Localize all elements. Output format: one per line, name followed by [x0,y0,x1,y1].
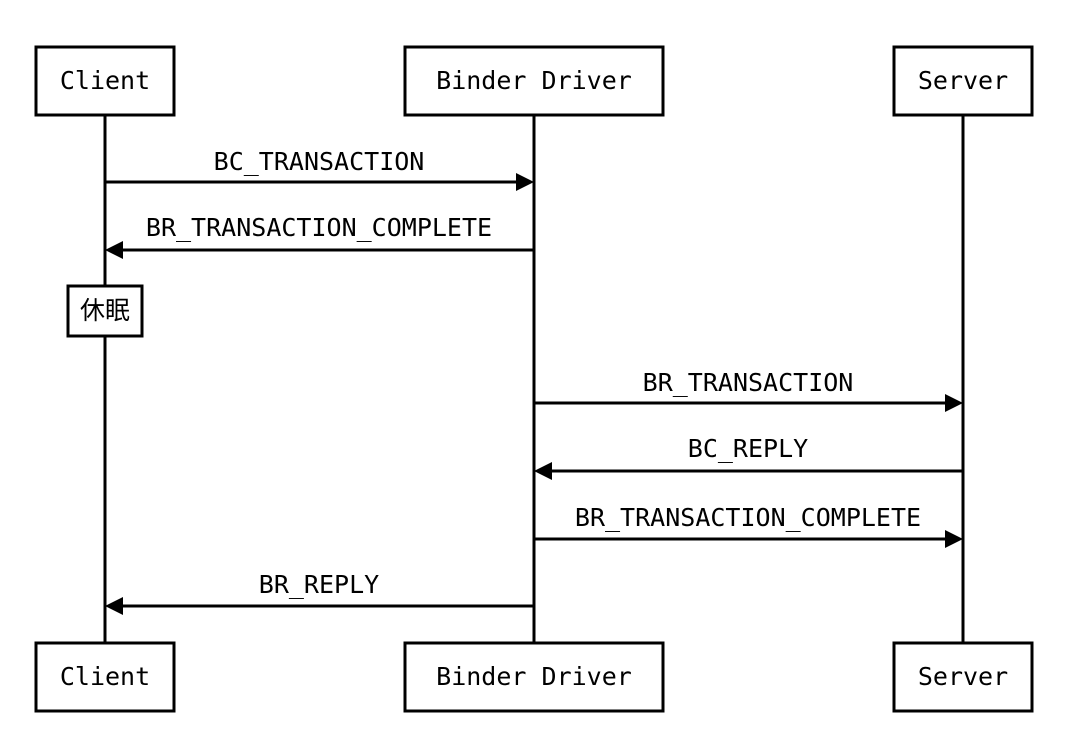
message-br-transaction-complete-client-label: BR_TRANSACTION_COMPLETE [146,213,492,242]
participant-server-bottom: Server [892,641,1034,713]
participant-client-bottom: Client [34,641,176,713]
participant-binder-driver-top-label: Binder Driver [436,66,632,95]
message-br-transaction-complete-client: BR_TRANSACTION_COMPLETE [105,213,534,259]
arrow-right-icon [945,530,963,548]
message-br-transaction-complete-server: BR_TRANSACTION_COMPLETE [534,503,963,548]
participant-binder-driver-bottom: Binder Driver [403,641,665,713]
participant-client-top-label: Client [60,66,150,95]
message-br-transaction-complete-server-label: BR_TRANSACTION_COMPLETE [575,503,921,532]
message-bc-transaction-label: BC_TRANSACTION [214,147,425,176]
arrow-left-icon [105,597,123,615]
participant-server-top-label: Server [918,66,1008,95]
arrow-left-icon [534,462,552,480]
arrow-left-icon [105,241,123,259]
message-br-transaction-label: BR_TRANSACTION [643,368,854,397]
message-br-reply: BR_REPLY [105,570,534,615]
participant-server-bottom-label: Server [918,662,1008,691]
note-sleep: 休眠 [66,284,144,338]
message-bc-reply-label: BC_REPLY [688,434,808,463]
arrow-right-icon [516,173,534,191]
note-sleep-label: 休眠 [80,296,130,325]
message-bc-reply: BC_REPLY [534,434,963,480]
participant-binder-driver-bottom-label: Binder Driver [436,662,632,691]
participant-client-top: Client [34,45,176,117]
message-br-reply-label: BR_REPLY [259,570,379,599]
participant-server-top: Server [892,45,1034,117]
participant-client-bottom-label: Client [60,662,150,691]
message-bc-transaction: BC_TRANSACTION [105,147,534,191]
arrow-right-icon [945,394,963,412]
message-br-transaction: BR_TRANSACTION [534,368,963,412]
participant-binder-driver-top: Binder Driver [403,45,665,117]
